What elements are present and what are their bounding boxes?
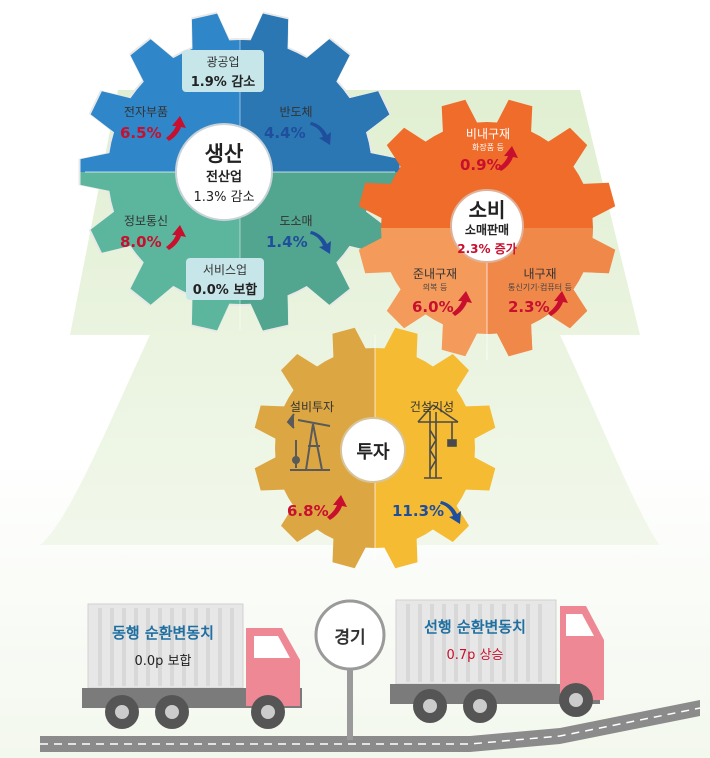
services-value: 0.0% 보합 — [192, 283, 258, 298]
semidurable-label: 준내구재 — [412, 267, 458, 281]
services-box — [186, 258, 264, 300]
road — [40, 700, 701, 752]
semidurable-note: 의복 등 — [422, 283, 448, 292]
production-title: 생산 — [204, 142, 244, 166]
investment-center-circle — [340, 417, 406, 483]
nondurable-label: 비내구재 — [465, 127, 511, 141]
electronic-parts-value: 6.5% — [120, 124, 162, 142]
production-center-circle — [175, 123, 273, 221]
electronic-parts-label: 전자부품 — [123, 105, 169, 119]
wholesale-retail-value: 1.4% — [266, 233, 308, 251]
production-total: 1.3% 감소 — [193, 190, 255, 205]
consumption-center-circle — [450, 189, 524, 263]
leading-truck-icon — [390, 599, 604, 723]
consumption-title: 소비 — [468, 198, 506, 222]
nondurable-value: 0.9% — [460, 156, 502, 174]
semiconductor-value: 4.4% — [264, 124, 306, 142]
coincident-value: 0.0p 보합 — [134, 654, 192, 669]
construction-label: 건설기성 — [409, 400, 455, 414]
info-comm-label: 정보통신 — [123, 214, 169, 228]
leading-label: 선행 순환변동치 — [424, 618, 526, 636]
wholesale-retail-label: 도소매 — [279, 214, 313, 228]
durable-note: 통신기기·컴퓨터 등 — [508, 283, 572, 292]
leading-value: 0.7p 상승 — [446, 648, 504, 663]
economy-signpost — [314, 599, 386, 740]
oil-pump-icon — [286, 413, 331, 471]
consumption-total: 2.3% 증가 — [457, 242, 517, 256]
coincident-label: 동행 순환변동치 — [112, 624, 214, 642]
crane-icon — [417, 404, 459, 479]
durable-value: 2.3% — [508, 298, 550, 316]
services-label: 서비스업 — [202, 263, 248, 277]
economy-title: 경기 — [334, 628, 366, 648]
consumption-subtitle: 소매판매 — [464, 223, 510, 237]
construction-value: 11.3% — [392, 502, 445, 520]
info-comm-value: 8.0% — [120, 233, 162, 251]
investment-title: 투자 — [356, 442, 390, 463]
semidurable-value: 6.0% — [412, 298, 454, 316]
nondurable-note: 화장품 등 — [472, 143, 504, 152]
durable-label: 내구재 — [523, 267, 557, 281]
mining-box — [182, 50, 264, 92]
facility-label: 설비투자 — [289, 400, 335, 414]
mining-label: 광공업 — [206, 55, 240, 69]
coincident-truck-icon — [82, 603, 302, 729]
facility-value: 6.8% — [287, 502, 329, 520]
semiconductor-label: 반도체 — [279, 105, 313, 119]
production-subtitle: 전산업 — [206, 170, 242, 185]
mining-value: 1.9% 감소 — [190, 75, 256, 90]
